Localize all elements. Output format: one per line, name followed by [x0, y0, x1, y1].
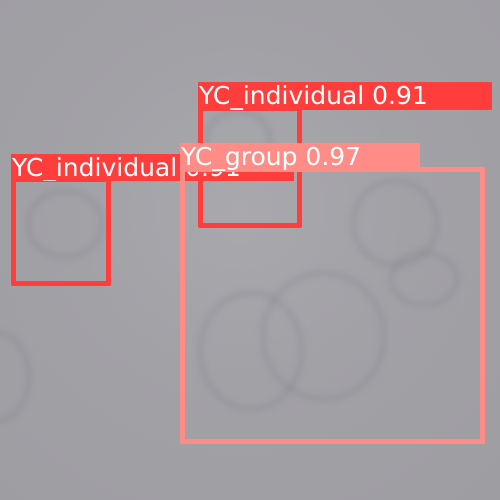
- bounding-box-group: [180, 167, 485, 444]
- bounding-box-individual: [11, 177, 111, 286]
- cell-blob: [0, 330, 32, 424]
- cell-blob: [260, 270, 387, 402]
- detection-label-individual: YC_individual 0.91: [198, 82, 492, 110]
- cell-blob: [388, 250, 460, 308]
- detection-label-group: YC_group 0.97: [180, 143, 420, 171]
- cell-blob: [25, 188, 105, 260]
